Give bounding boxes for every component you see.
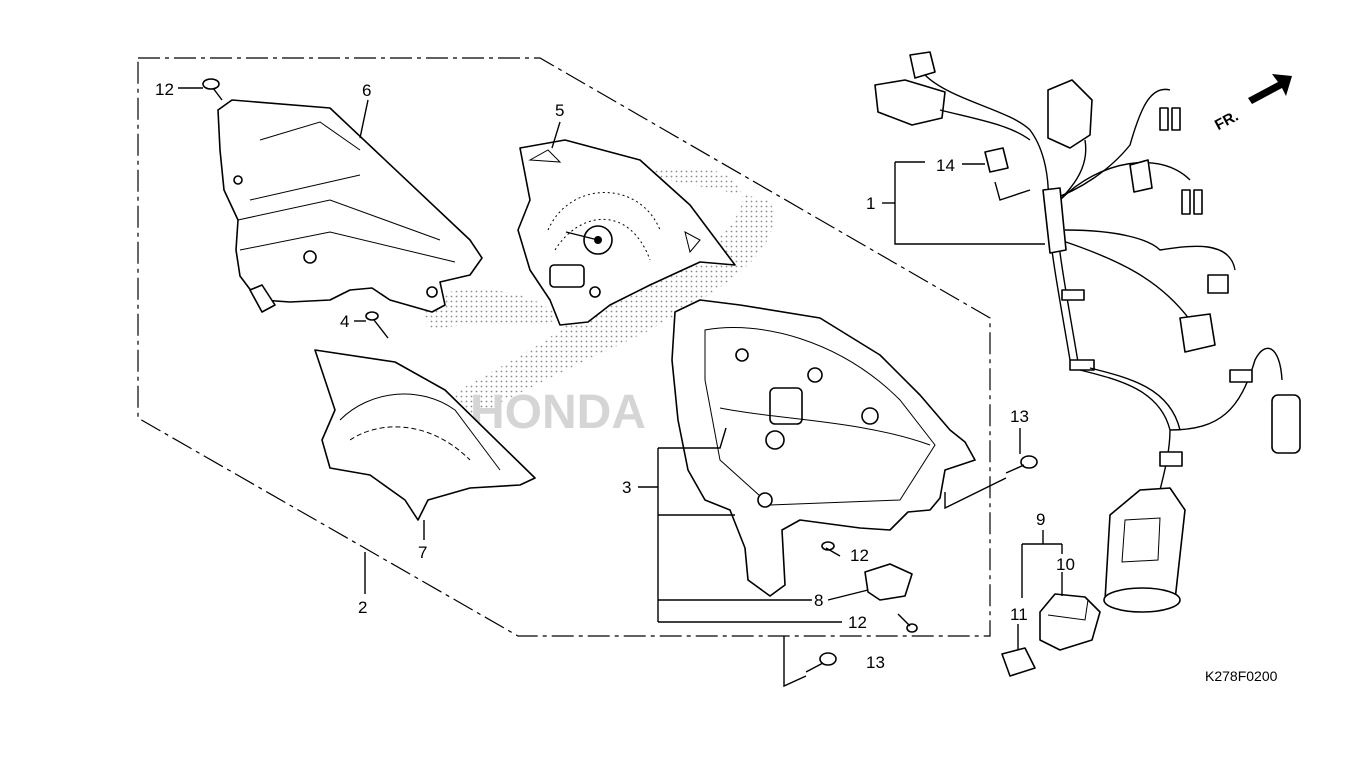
callout-8: 8 (814, 591, 823, 610)
callout-6: 6 (362, 81, 371, 100)
callout-1: 1 (866, 194, 875, 213)
assembly-boundary (137, 57, 991, 637)
meter-case (671, 299, 976, 597)
screw-12-top (202, 78, 223, 101)
screw-13-right (1005, 455, 1038, 474)
pin-4 (365, 311, 389, 339)
screw-12-middle (821, 541, 841, 557)
callout-2: 2 (358, 598, 367, 617)
front-direction-indicator (1248, 74, 1292, 104)
leader-lines (178, 87, 1063, 688)
speedometer-panel (517, 139, 736, 326)
callout-13-right: 13 (1010, 407, 1029, 426)
callout-11: 11 (1010, 605, 1028, 624)
callout-4: 4 (340, 312, 349, 331)
callout-7: 7 (418, 543, 427, 562)
callout-labels: 12 6 5 14 1 4 3 7 2 13 12 8 12 13 9 10 1… (155, 80, 1075, 672)
front-direction-label: FR. (1212, 108, 1241, 134)
callout-9: 9 (1036, 510, 1045, 529)
callout-3: 3 (622, 478, 631, 497)
clip-8 (864, 563, 913, 601)
callout-14: 14 (936, 156, 955, 175)
callout-13-lower: 13 (866, 653, 885, 672)
relay-rubber (1001, 647, 1036, 677)
screw-12-lower (897, 613, 918, 633)
flasher-relay (1039, 593, 1101, 651)
callout-10: 10 (1056, 555, 1075, 574)
honda-watermark: HONDA (420, 167, 774, 439)
relay-14 (984, 147, 1009, 173)
callout-12-lower: 12 (848, 613, 867, 632)
callout-12-middle: 12 (850, 546, 869, 565)
callout-12-top: 12 (155, 80, 174, 99)
meter-cover-upper (217, 99, 483, 313)
screw-13-lower (805, 652, 837, 673)
meter-bezel (314, 349, 536, 521)
callout-5: 5 (555, 101, 564, 120)
drawing-code: K278F0200 (1205, 668, 1278, 684)
wire-harness (874, 51, 1301, 613)
watermark-text: HONDA (470, 386, 646, 439)
